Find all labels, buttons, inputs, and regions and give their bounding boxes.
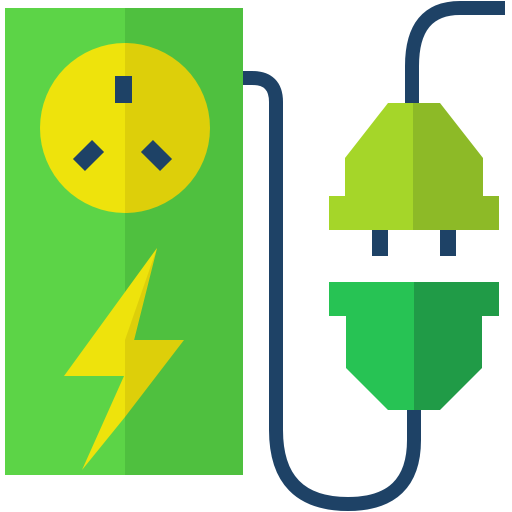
lightning-bolt-left: [64, 248, 157, 470]
socket-connector: [329, 282, 499, 410]
socket-left-half: [40, 43, 125, 213]
lightning-bolt-right: [125, 248, 184, 417]
socket-hole-left: [72, 139, 105, 172]
socket: [40, 43, 210, 213]
plug-pin-right: [440, 228, 456, 256]
cable-top: [405, 1, 505, 104]
connector-right: [414, 282, 499, 410]
plug-pin-left: [372, 228, 388, 256]
socket-right-half: [125, 43, 210, 213]
plug-head-right: [413, 103, 499, 230]
lightning-bolt-icon: [64, 248, 184, 470]
plug-head: [329, 103, 499, 256]
socket-hole-right: [140, 139, 173, 172]
cable: [242, 71, 421, 511]
connector-left: [329, 282, 414, 410]
socket-hole-top: [115, 76, 132, 103]
plug-head-left: [329, 103, 413, 230]
